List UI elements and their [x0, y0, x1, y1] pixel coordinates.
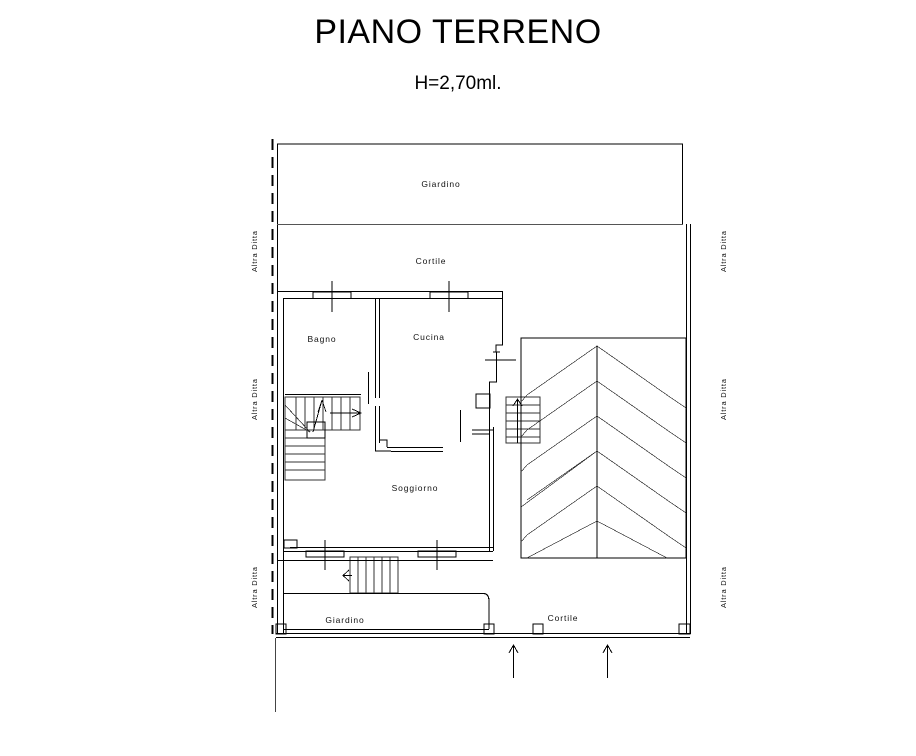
page-title: PIANO TERRENO	[314, 13, 602, 51]
house-bottom-wall	[283, 539, 493, 553]
boundary-label-right-2: Altra Ditta	[719, 378, 728, 420]
room-label-cortile-bottom: Cortile	[547, 613, 579, 623]
chevron-roof-hatch	[520, 337, 687, 559]
chevron-roof-lines	[520, 345, 687, 559]
window-bagno	[312, 281, 352, 312]
door-soggiorno-left	[305, 540, 345, 570]
boundary-label-left-3: Altra Ditta	[250, 566, 259, 608]
giardino-planter	[283, 592, 490, 631]
entrance-arrow-2	[602, 643, 613, 678]
page-subtitle: H=2,70ml.	[414, 73, 502, 94]
niche-cucina	[475, 393, 491, 409]
window-cucina	[429, 281, 469, 312]
stair-giardino	[342, 556, 399, 594]
wall-bagno-cucina	[374, 298, 443, 453]
stair-cortile	[505, 396, 541, 444]
lower-yard-walls	[276, 559, 493, 634]
room-label-cucina: Cucina	[413, 332, 445, 342]
door-soggiorno-right	[417, 540, 457, 570]
boundary-label-right-1: Altra Ditta	[719, 230, 728, 272]
entrance-arrow-1	[508, 643, 519, 678]
room-label-bagno: Bagno	[307, 334, 337, 344]
wall-soggiorno-right	[472, 427, 495, 551]
room-label-soggiorno: Soggiorno	[391, 483, 439, 493]
partition-stubs	[367, 372, 462, 442]
room-label-giardino-top: Giardino	[421, 179, 461, 189]
boundary-label-left-2: Altra Ditta	[250, 378, 259, 420]
room-label-cortile-top: Cortile	[415, 256, 447, 266]
right-boundary-wall	[685, 224, 692, 634]
stair-soggiorno	[284, 393, 363, 481]
bottom-boundary	[276, 632, 690, 639]
boundary-label-left-1: Altra Ditta	[250, 230, 259, 272]
boundary-label-right-3: Altra Ditta	[719, 566, 728, 608]
room-label-giardino-bottom: Giardino	[325, 615, 365, 625]
